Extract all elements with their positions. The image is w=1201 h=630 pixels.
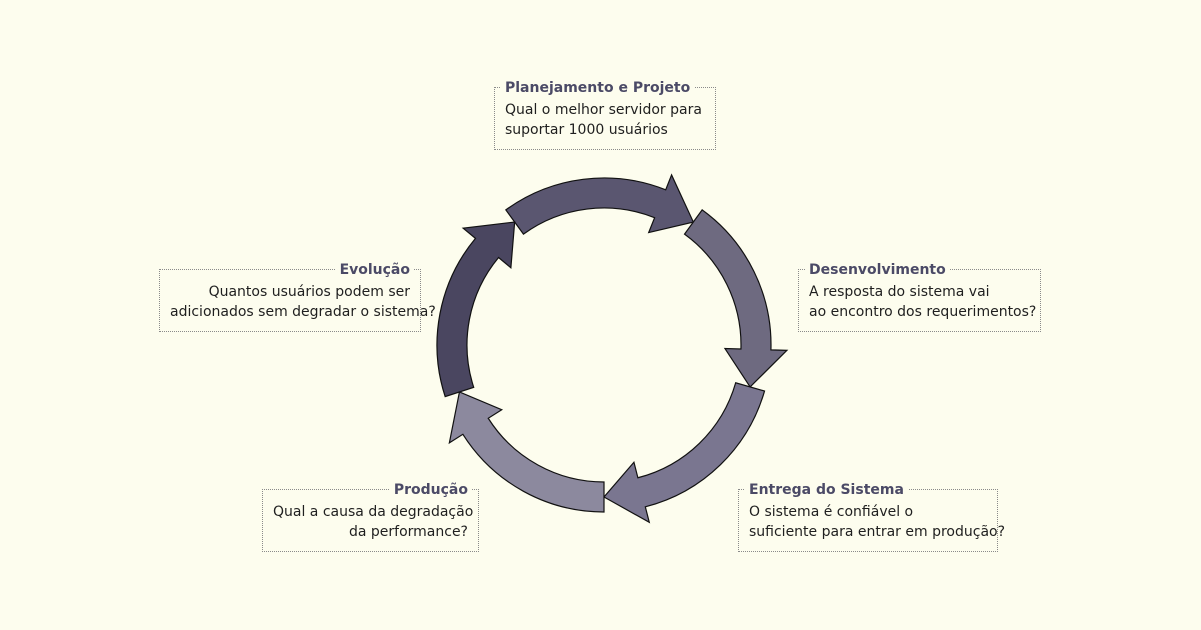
stage-planning-title: Planejamento e Projeto <box>501 80 695 96</box>
stage-delivery-title: Entrega do Sistema <box>745 482 908 498</box>
stage-development-title: Desenvolvimento <box>805 262 950 278</box>
stage-planning-description: Qual o melhor servidor para suportar 100… <box>505 100 705 140</box>
stage-development-line-1: A resposta do sistema vai <box>809 284 990 300</box>
arrow-segment-evolution <box>436 221 516 398</box>
stage-development-box: Desenvolvimento A resposta do sistema va… <box>798 262 1041 332</box>
stage-delivery-line-1: O sistema é confiável o <box>749 504 914 520</box>
stage-evolution-description: Quantos usuários podem ser adicionados s… <box>170 282 436 322</box>
stage-production-line-1: Qual a causa da degradação <box>273 504 474 520</box>
stage-development-description: A resposta do sistema vai ao encontro do… <box>809 282 1037 322</box>
arrow-segment-delivery <box>603 382 766 524</box>
stage-evolution-box: Evolução Quantos usuários podem ser adic… <box>159 262 436 332</box>
stage-evolution-line-2: adicionados sem degradar o sistema? <box>170 304 436 320</box>
stage-production-description: Qual a causa da degradação da performanc… <box>273 502 474 542</box>
stage-production-line-2: da performance? <box>348 524 468 540</box>
stage-production-title: Produção <box>389 482 472 498</box>
stage-planning-line-1: Qual o melhor servidor para <box>505 102 702 118</box>
stage-planning-line-2: suportar 1000 usuários <box>505 122 668 138</box>
arrow-segment-production <box>448 391 605 513</box>
arrow-segment-development <box>683 209 789 388</box>
stage-development-line-2: ao encontro dos requerimentos? <box>809 304 1037 320</box>
stage-delivery-box: Entrega do Sistema O sistema é confiável… <box>738 482 1006 552</box>
stage-evolution-title: Evolução <box>335 262 414 278</box>
stage-planning-box: Planejamento e Projeto Qual o melhor ser… <box>494 80 716 150</box>
stage-evolution-line-1: Quantos usuários podem ser <box>208 284 410 300</box>
stage-delivery-description: O sistema é confiável o suficiente para … <box>749 502 1006 542</box>
arrow-segment-planning <box>505 173 695 235</box>
stage-delivery-line-2: suficiente para entrar em produção? <box>749 524 1006 540</box>
stage-production-box: Produção Qual a causa da degradação da p… <box>262 482 479 552</box>
